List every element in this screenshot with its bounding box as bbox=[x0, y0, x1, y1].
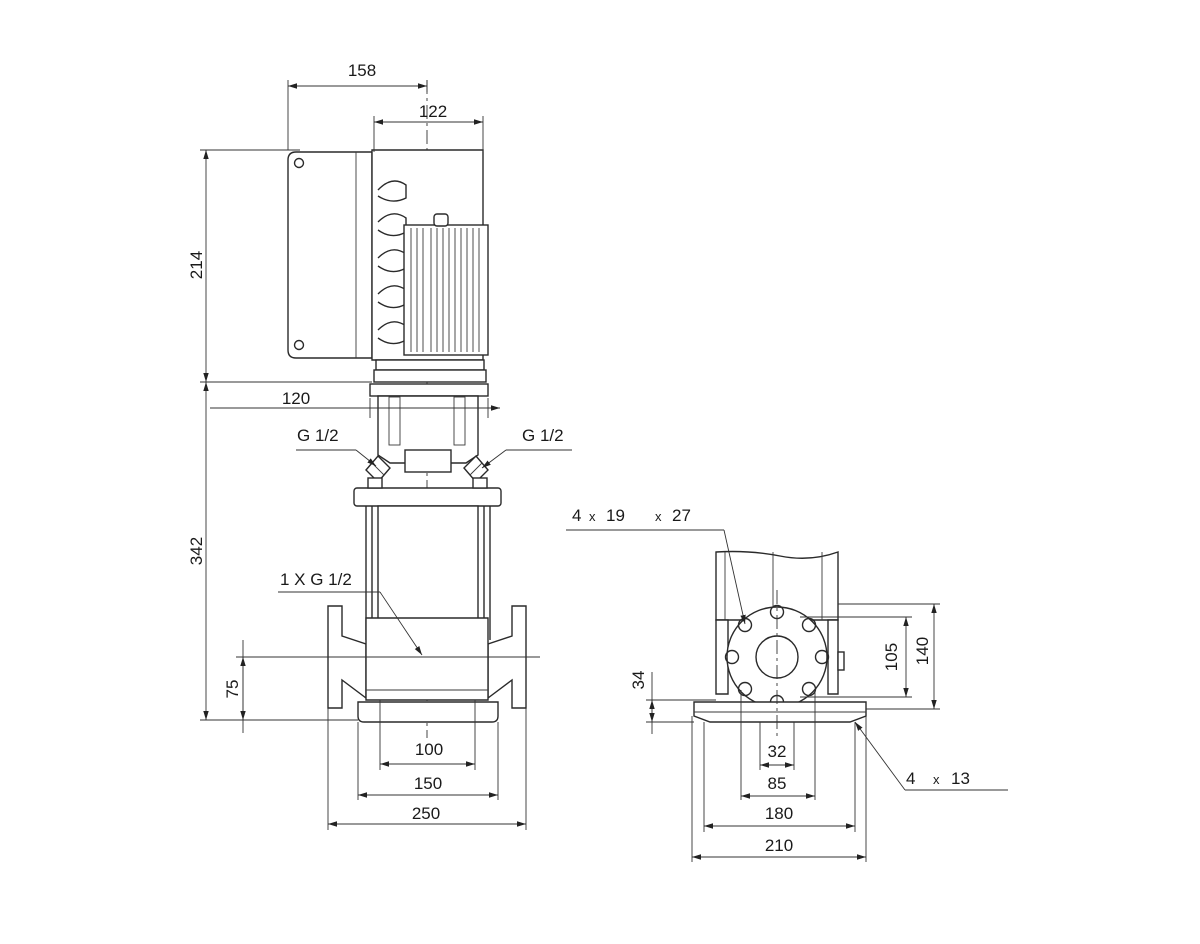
label-flange-holes-count: 4 bbox=[572, 506, 581, 525]
label-flange-holes-x1: x bbox=[589, 509, 596, 524]
coupling-slot-left bbox=[388, 396, 401, 446]
motor-ribs bbox=[410, 228, 480, 352]
side-port-stub bbox=[837, 651, 845, 671]
plate-nut-right bbox=[472, 477, 488, 489]
leader-flange-holes: 4 x 19 x 27 bbox=[566, 506, 746, 625]
leader-vent-left: G 1/2 bbox=[296, 426, 377, 467]
label-flange-holes-size: 27 bbox=[672, 506, 691, 525]
terminal-box bbox=[287, 151, 373, 359]
leader-drain: 1 X G 1/2 bbox=[278, 570, 423, 656]
leader-vent-right: G 1/2 bbox=[481, 426, 572, 469]
label-flange-holes-dia: 19 bbox=[606, 506, 625, 525]
dim-anchor-spacing-value: 100 bbox=[415, 740, 443, 759]
dim-base-inner-value: 150 bbox=[414, 774, 442, 793]
dim-hole-spacing: 180 bbox=[703, 722, 856, 832]
dim-flange-span: 250 bbox=[327, 708, 527, 830]
motor bbox=[287, 149, 489, 397]
plate-nut-left bbox=[367, 477, 383, 489]
dim-anchor-spacing: 100 bbox=[379, 700, 476, 770]
motor-stool bbox=[373, 369, 487, 383]
dim-inlet-height: 75 bbox=[223, 640, 540, 733]
side-column bbox=[715, 550, 839, 621]
top-chamber-plate bbox=[353, 487, 502, 507]
dim-motor-height-value: 214 bbox=[187, 251, 206, 279]
dim-hole-spacing-value: 180 bbox=[765, 804, 793, 823]
label-flange-holes-x2: x bbox=[655, 509, 662, 524]
dim-base-width-value: 210 bbox=[765, 836, 793, 855]
terminal-box-screw-top bbox=[293, 157, 305, 169]
dim-pump-height-value: 342 bbox=[187, 537, 206, 565]
label-vent-right: G 1/2 bbox=[522, 426, 564, 445]
vent-plug-right bbox=[463, 454, 489, 484]
dim-bore-value: 32 bbox=[768, 742, 787, 761]
dim-flange-span-value: 250 bbox=[412, 804, 440, 823]
dim-flange-height: 140 bbox=[838, 603, 940, 710]
dim-motor-width-value: 122 bbox=[419, 102, 447, 121]
label-drain: 1 X G 1/2 bbox=[280, 570, 352, 589]
dim-flange-offset: 105 bbox=[800, 616, 912, 698]
coupling-slot-right bbox=[453, 396, 466, 446]
pump-head-block bbox=[404, 449, 452, 473]
label-base-holes-x: x bbox=[933, 772, 940, 787]
leader-base-holes: 4 x 13 bbox=[854, 721, 1008, 791]
front-view: 158 122 214 120 342 bbox=[187, 61, 572, 830]
side-base-chamber bbox=[715, 619, 839, 695]
dim-base-width: 210 bbox=[691, 716, 867, 862]
dim-base-offset: 120 bbox=[210, 389, 500, 418]
label-base-holes-dia: 13 bbox=[951, 769, 970, 788]
dim-bolt-circle-value: 85 bbox=[768, 774, 787, 793]
coupling-guard bbox=[377, 395, 479, 464]
motor-stool-top bbox=[375, 359, 485, 371]
dim-bore: 32 bbox=[759, 722, 795, 770]
dim-inlet-height-value: 75 bbox=[223, 680, 242, 699]
coupling-housing bbox=[369, 383, 489, 397]
dim-motor-offset-value: 158 bbox=[348, 61, 376, 80]
pump-base bbox=[327, 605, 527, 723]
base-foot bbox=[357, 701, 499, 723]
dim-flange-offset-value: 105 bbox=[882, 643, 901, 671]
motor-ribbed-body bbox=[403, 224, 489, 356]
base-chamber bbox=[365, 617, 489, 701]
dim-bolt-circle: 85 bbox=[740, 690, 816, 800]
dim-base-height: 34 bbox=[629, 671, 716, 734]
dim-base-inner: 150 bbox=[357, 722, 499, 800]
terminal-box-screw-bottom bbox=[293, 339, 305, 351]
dim-motor-height: 214 bbox=[187, 149, 372, 383]
dim-base-height-value: 34 bbox=[629, 671, 648, 690]
label-base-holes-count: 4 bbox=[906, 769, 915, 788]
pump-head bbox=[353, 395, 502, 507]
side-view: 4 x 19 x 27 105 140 34 bbox=[566, 506, 1008, 862]
label-vent-left: G 1/2 bbox=[297, 426, 339, 445]
motor-lifting-eye bbox=[433, 213, 449, 227]
dim-base-offset-value: 120 bbox=[282, 389, 310, 408]
dim-motor-width: 122 bbox=[373, 102, 484, 152]
dim-motor-offset: 158 bbox=[287, 61, 428, 150]
dim-flange-height-value: 140 bbox=[913, 637, 932, 665]
